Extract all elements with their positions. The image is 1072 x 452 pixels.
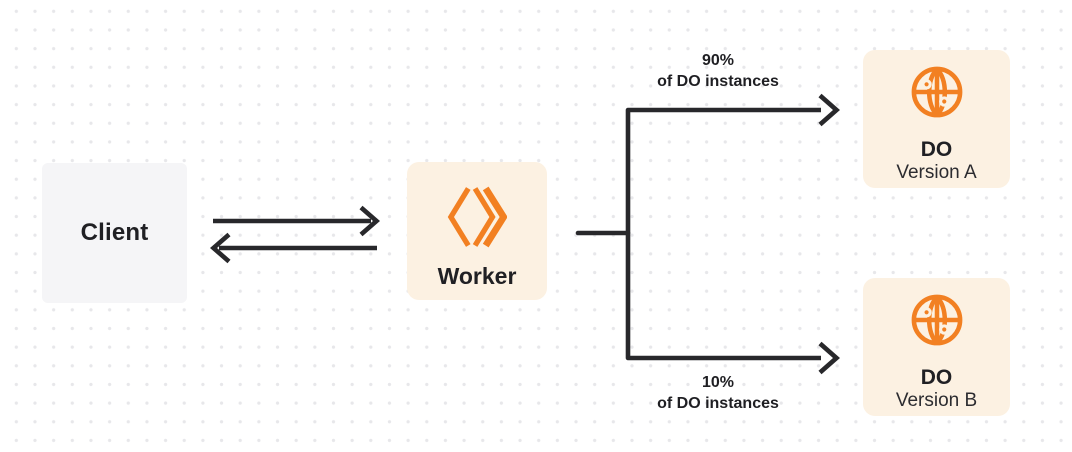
do-a-title: DO (920, 138, 953, 161)
branch-label-top: 90% of DO instances (628, 51, 808, 92)
worker-label: Worker (437, 263, 517, 289)
workers-logo-icon (447, 186, 507, 248)
worker-node: Worker (407, 162, 547, 300)
branch-top-arrowhead-icon (818, 93, 840, 127)
client-label: Client (80, 219, 149, 246)
client-node: Client (42, 163, 187, 303)
do-a-subtitle: Version A (896, 162, 977, 183)
branch-bottom-caption: of DO instances (657, 394, 779, 412)
branch-trunk-line (625, 107, 821, 361)
branch-label-bottom: 10% of DO instances (628, 373, 808, 414)
do-b-title: DO (920, 366, 953, 389)
globe-icon (911, 66, 962, 118)
branch-bottom-arrowhead-icon (818, 341, 840, 375)
do-b-subtitle: Version B (895, 390, 978, 411)
branch-bottom-percent: 10% (701, 374, 735, 391)
worker-to-client-arrowhead-icon (209, 232, 231, 264)
client-to-worker-arrowhead-icon (359, 205, 381, 237)
do-version-b-node: DO Version B (863, 278, 1010, 416)
branch-top-percent: 90% (701, 52, 735, 69)
branch-top-caption: of DO instances (657, 72, 779, 90)
do-version-a-node: DO Version A (863, 50, 1010, 188)
globe-icon (911, 294, 962, 346)
